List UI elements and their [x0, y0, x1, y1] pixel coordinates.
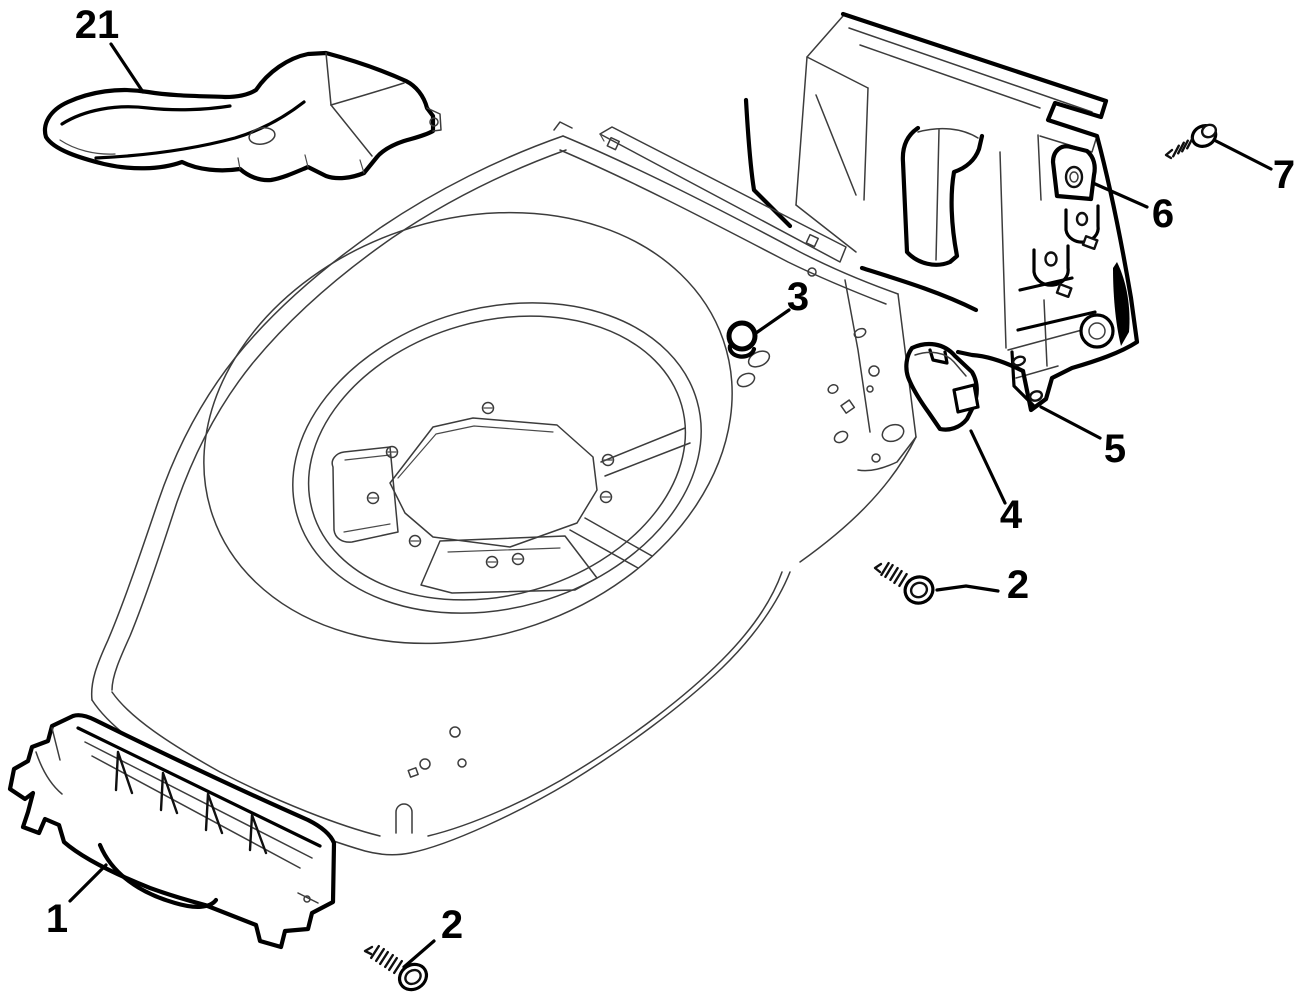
callout-5: 5 — [1039, 405, 1126, 471]
callout-7-leader — [1214, 139, 1273, 171]
callout-2-bottom: 2 — [402, 903, 463, 969]
shadow-sliver — [1113, 262, 1130, 346]
callout-6-label: 6 — [1152, 192, 1174, 236]
part-21-baffle-drawing — [42, 50, 442, 183]
screw-part-7-drawing — [1164, 123, 1218, 160]
callout-21-label: 21 — [75, 3, 120, 47]
callout-4-leader — [969, 429, 1007, 505]
callout-6-leader — [1091, 181, 1149, 209]
deck-screw-holes — [366, 401, 615, 569]
callout-1-leader — [68, 863, 108, 903]
part-4-bracket-drawing — [904, 341, 980, 432]
screw-part-2-bottom-drawing — [363, 944, 429, 992]
callout-21: 21 — [75, 3, 145, 94]
callout-3-label: 3 — [787, 275, 809, 319]
callout-2-right-label: 2 — [1007, 563, 1029, 607]
callout-2-bottom-label: 2 — [441, 903, 463, 947]
callout-3-leader — [754, 308, 791, 335]
part-3-plug-drawing — [726, 320, 758, 359]
callout-7: 7 — [1214, 139, 1295, 197]
callout-21-leader — [109, 42, 145, 94]
callout-2-bottom-leader — [402, 939, 436, 969]
callout-2-right-leader — [935, 584, 1000, 593]
callout-7-label: 7 — [1273, 153, 1295, 197]
callout-2-right: 2 — [935, 563, 1029, 607]
callout-1: 1 — [46, 863, 108, 941]
mower-deck-drawing — [90, 121, 979, 856]
part-1-baffle-drawing — [7, 713, 337, 950]
callout-4: 4 — [969, 429, 1023, 537]
tab-with-hole-part-6 — [1050, 144, 1097, 202]
callout-5-leader — [1039, 405, 1102, 440]
deck-face-holes — [407, 267, 905, 778]
rear-housing-part-drawing — [743, 11, 1140, 413]
callouts: 21 1 2 2 3 4 5 6 — [46, 3, 1295, 969]
callout-3: 3 — [754, 275, 809, 335]
callout-1-label: 1 — [46, 897, 68, 941]
callout-6: 6 — [1091, 181, 1174, 236]
callout-4-label: 4 — [1000, 493, 1023, 537]
rear-strap — [599, 126, 847, 263]
screw-part-2-right-drawing — [873, 561, 935, 605]
callout-5-label: 5 — [1104, 427, 1126, 471]
